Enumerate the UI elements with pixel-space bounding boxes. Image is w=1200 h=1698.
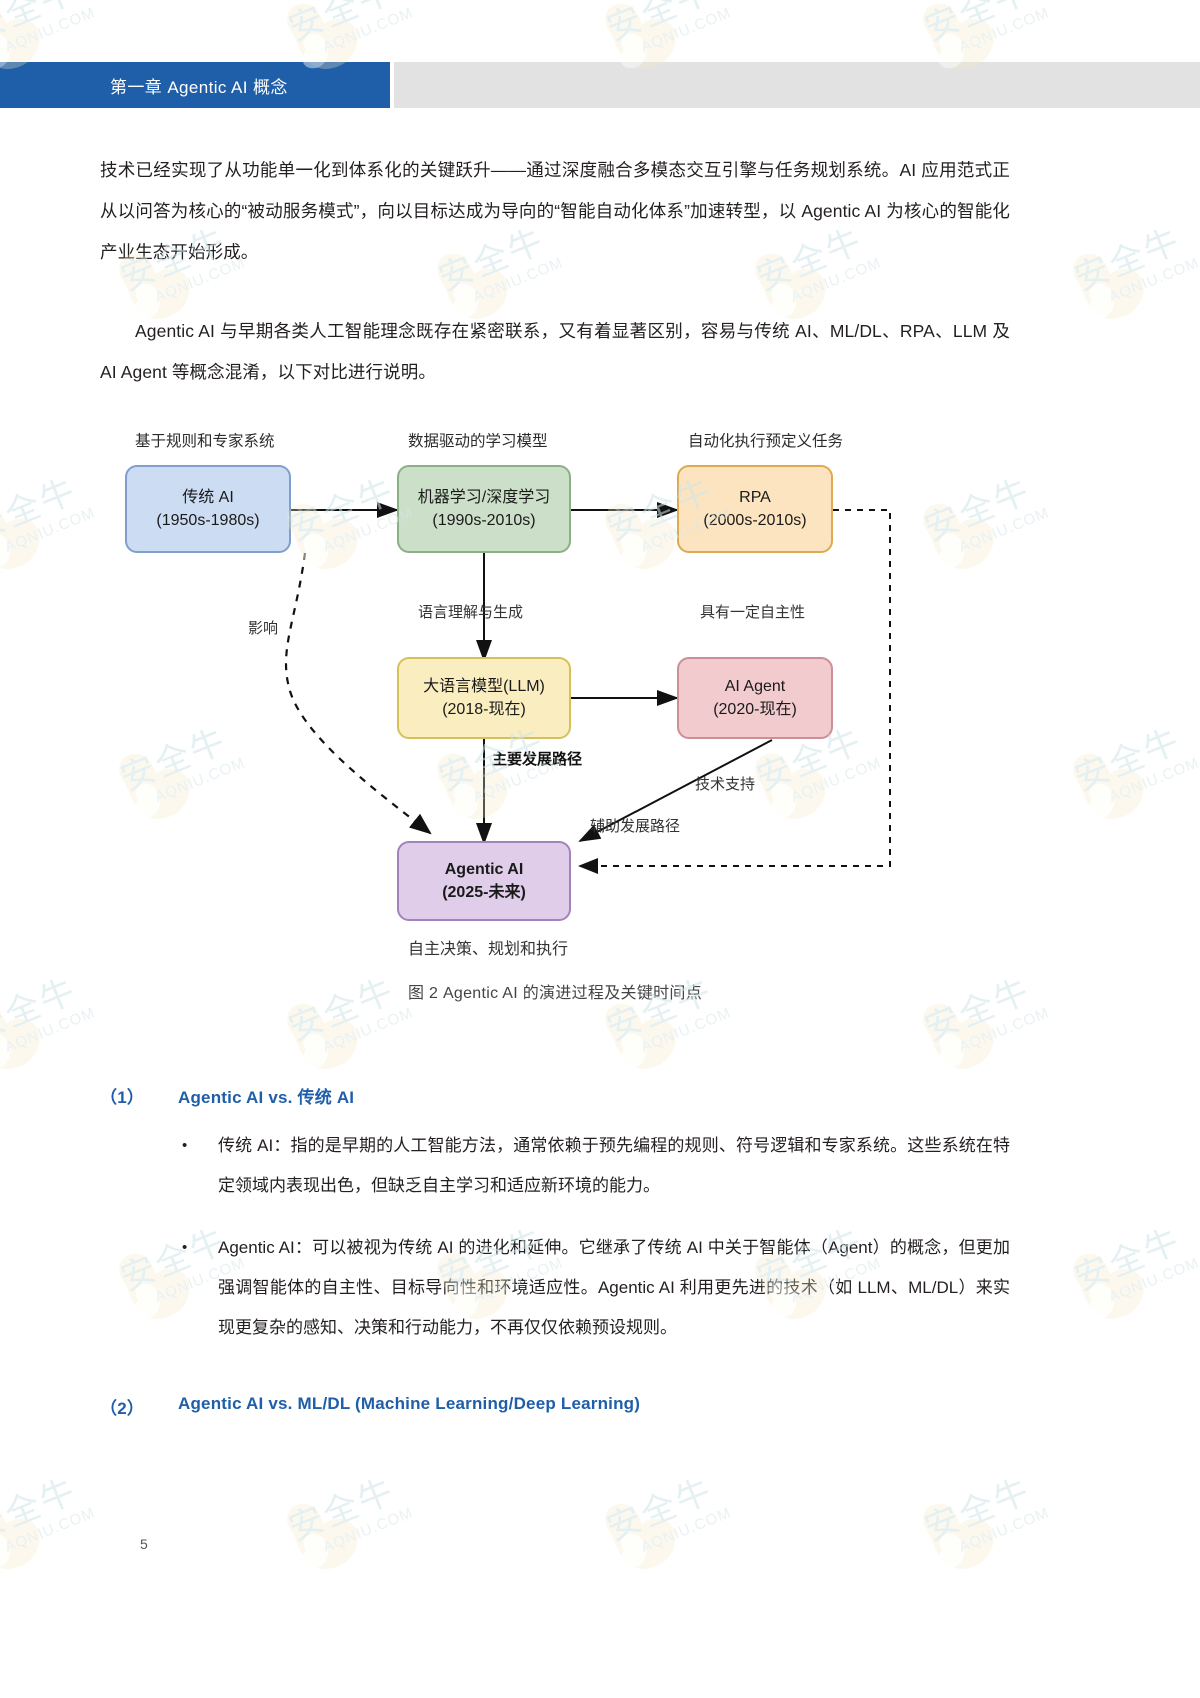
node-ai-agent-line1: AI Agent (724, 678, 786, 695)
node-agentic-ai-line2: (2025-未来) (442, 884, 526, 901)
edge-label-autonomy: 具有一定自主性 (700, 604, 806, 621)
edge-label-main-path: 主要发展路径 (492, 751, 583, 768)
paragraph-2: Agentic AI 与早期各类人工智能理念既存在紧密联系，又有着显著区别，容易… (100, 321, 1010, 382)
node-ml-dl-line2: (1990s-2010s) (432, 512, 536, 529)
evolution-diagram: 基于规则和专家系统 数据驱动的学习模型 自动化执行预定义任务 传统 AI (19… (100, 421, 1010, 981)
figure-2: 基于规则和专家系统 数据驱动的学习模型 自动化执行预定义任务 传统 AI (19… (100, 421, 1010, 1021)
chapter-title: 第一章 Agentic AI 概念 (110, 77, 288, 97)
list-item: Agentic AI：可以被视为传统 AI 的进化和延伸。它继承了传统 AI 中… (100, 1228, 1010, 1348)
edge-label-bottom: 自主决策、规划和执行 (408, 941, 569, 958)
node-ml-dl-line1: 机器学习/深度学习 (417, 489, 551, 506)
node-llm-line2: (2018-现在) (442, 701, 526, 718)
node-llm-line1: 大语言模型(LLM) (423, 678, 545, 695)
figure-caption: 图 2 Agentic AI 的演进过程及关键时间点 (407, 985, 703, 1002)
node-agentic-ai: Agentic AI (2025-未来) (397, 841, 571, 921)
figure-label-rules: 基于规则和专家系统 (135, 433, 275, 450)
figure-label-automation: 自动化执行预定义任务 (688, 433, 844, 450)
node-ai-agent: AI Agent (2020-现在) (677, 657, 833, 739)
section-2-title: Agentic AI vs. ML/DL (Machine Learning/D… (178, 1394, 641, 1413)
edge-label-influence: 影响 (248, 620, 279, 637)
node-traditional-ai: 传统 AI (1950s-1980s) (125, 465, 291, 553)
node-rpa: RPA (2000s-2010s) (677, 465, 833, 553)
paragraph-1: 技术已经实现了从功能单一化到体系化的关键跃升——通过深度融合多模态交互引擎与任务… (100, 160, 1010, 262)
page-number: 5 (140, 1536, 148, 1552)
section-1-title: Agentic AI vs. 传统 AI (178, 1088, 355, 1107)
diagram-arrows (284, 502, 891, 874)
node-rpa-line1: RPA (739, 489, 771, 506)
section-1-bullets: 传统 AI：指的是早期的人工智能方法，通常依赖于预先编程的规则、符号逻辑和专家系… (100, 1126, 1010, 1348)
list-item: 传统 AI：指的是早期的人工智能方法，通常依赖于预先编程的规则、符号逻辑和专家系… (100, 1126, 1010, 1206)
section-heading-1: （1） Agentic AI vs. 传统 AI (100, 1083, 1010, 1108)
section-heading-2: （2） Agentic AI vs. ML/DL (Machine Learni… (100, 1394, 1010, 1419)
page-content: 技术已经实现了从功能单一化到体系化的关键跃升——通过深度融合多模态交互引擎与任务… (100, 150, 1010, 1419)
node-agentic-ai-line1: Agentic AI (444, 861, 524, 878)
edge-label-aux-path: 辅助发展路径 (590, 818, 681, 835)
node-llm: 大语言模型(LLM) (2018-现在) (397, 657, 571, 739)
node-ml-dl: 机器学习/深度学习 (1990s-2010s) (397, 465, 571, 553)
edge-label-tech-support: 技术支持 (695, 776, 756, 793)
section-2-number: （2） (100, 1399, 145, 1418)
chapter-header-tab: 第一章 Agentic AI 概念 (0, 62, 394, 108)
node-ai-agent-line2: (2020-现在) (713, 701, 797, 718)
node-rpa-line2: (2000s-2010s) (703, 512, 807, 529)
edge-label-language: 语言理解与生成 (418, 604, 524, 621)
node-traditional-ai-line1: 传统 AI (182, 489, 234, 506)
figure-label-data: 数据驱动的学习模型 (408, 433, 548, 450)
node-traditional-ai-line2: (1950s-1980s) (156, 512, 260, 529)
section-1-number: （1） (100, 1088, 145, 1107)
